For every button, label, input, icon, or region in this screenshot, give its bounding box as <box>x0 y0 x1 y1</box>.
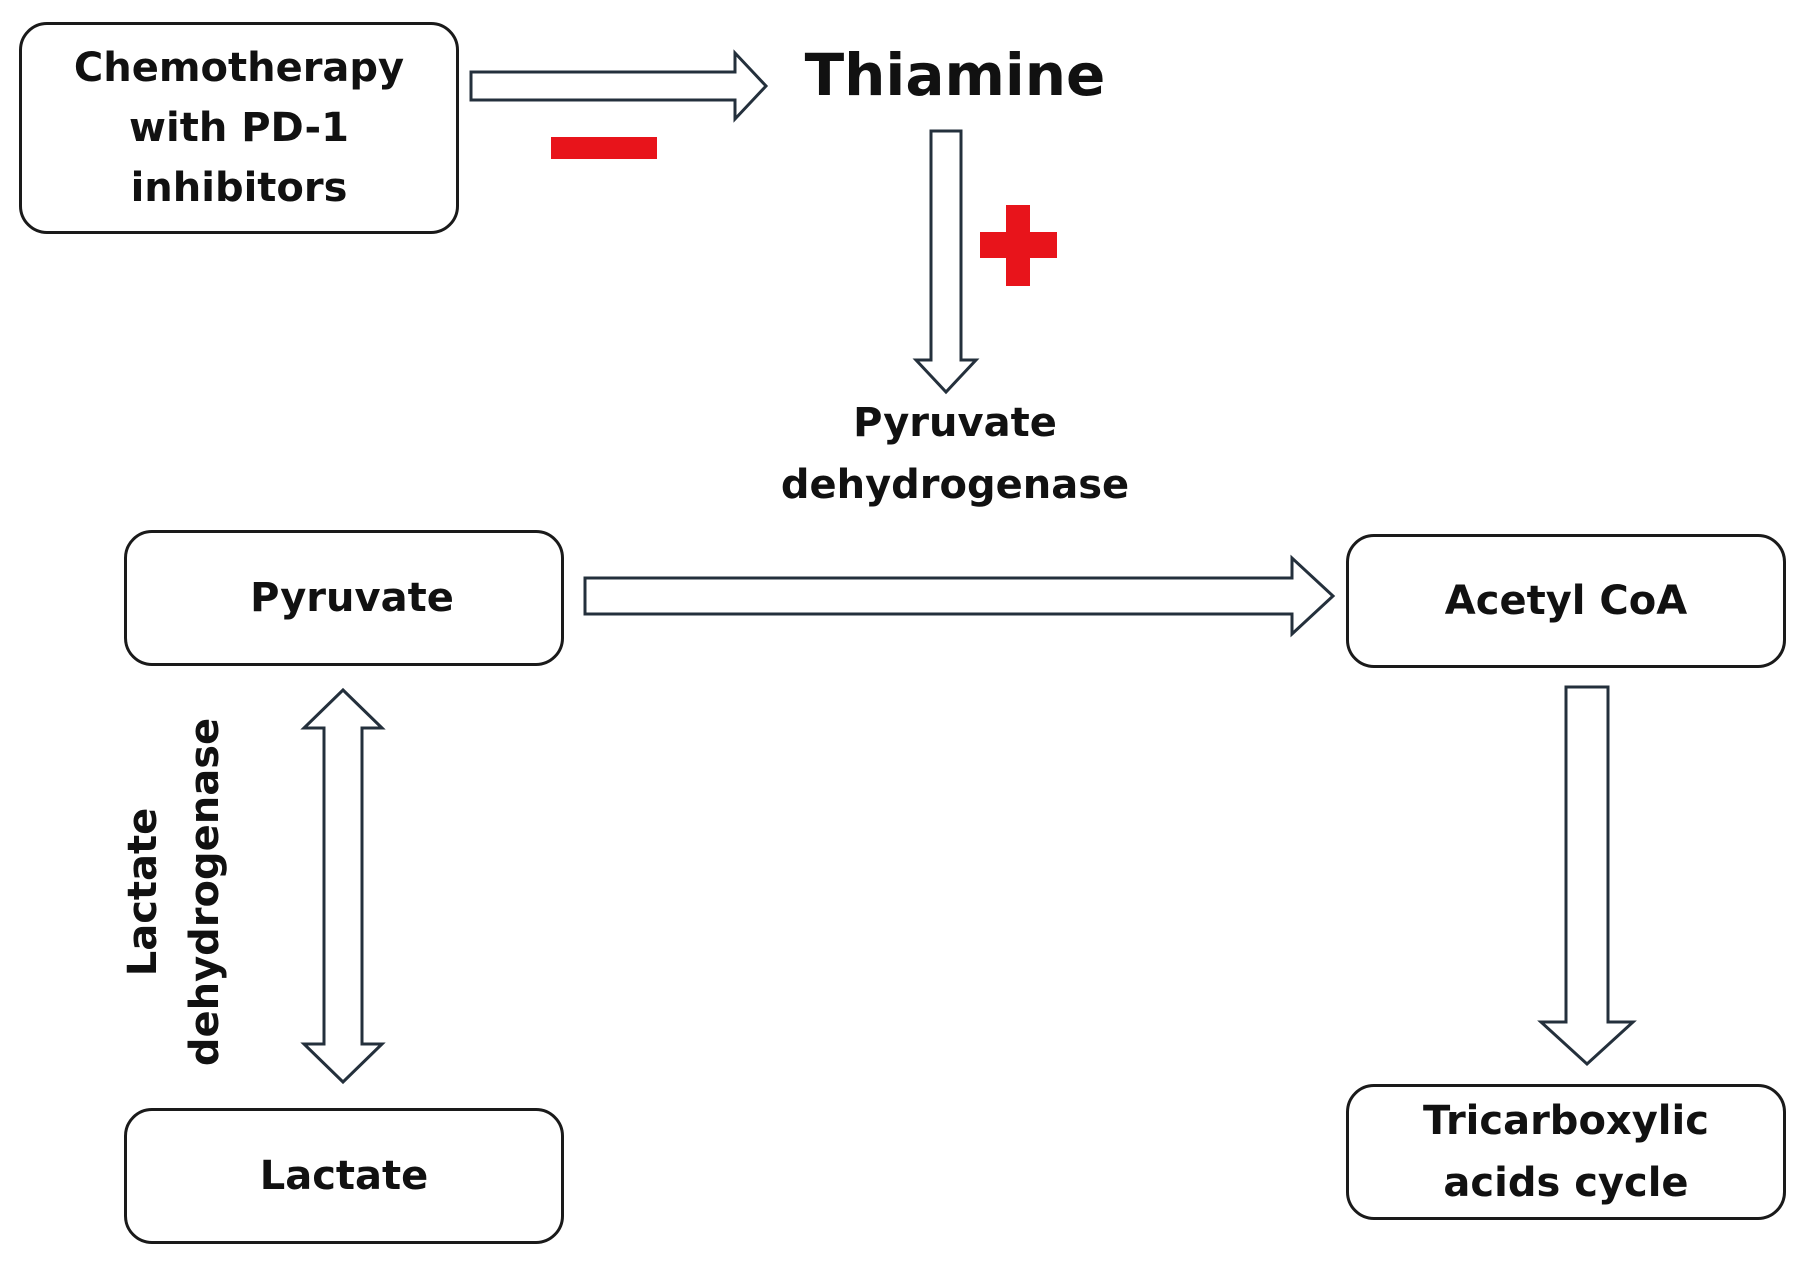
chemo-line1: Chemotherapy <box>73 45 405 91</box>
lactate-text: Lactate <box>259 1153 429 1199</box>
arrow-chemo-to-thiamine <box>469 49 769 123</box>
pyruvate-dehydrogenase-label: Pyruvate dehydrogenase <box>760 392 1150 516</box>
arrow-pyruvate-lactate <box>300 687 386 1085</box>
chemotherapy-box: Chemotherapy with PD-1 inhibitors <box>19 22 459 234</box>
arrow-thiamine-to-pdh <box>912 129 980 395</box>
pdh-line2: dehydrogenase <box>780 462 1130 508</box>
pyruvate-box: Pyruvate <box>124 530 564 666</box>
chemo-line2: with PD-1 <box>129 105 349 151</box>
lactate-dehydrogenase-label: Lactate dehydrogenase <box>112 692 236 1092</box>
acetyl-coa-text: Acetyl CoA <box>1444 578 1688 624</box>
tca-box: Tricarboxylic acids cycle <box>1346 1084 1786 1220</box>
ldh-line2: dehydrogenase <box>182 717 228 1067</box>
lactate-box: Lactate <box>124 1108 564 1244</box>
pyruvate-text: Pyruvate <box>250 575 454 621</box>
tca-line2: acids cycle <box>1443 1160 1689 1206</box>
plus-sign <box>980 205 1057 286</box>
arrow-acetyl-to-tca <box>1537 685 1637 1067</box>
tca-line1: Tricarboxylic <box>1423 1098 1709 1144</box>
arrow-pyruvate-to-acetyl <box>583 554 1336 638</box>
pdh-line1: Pyruvate <box>853 400 1057 446</box>
acetyl-coa-box: Acetyl CoA <box>1346 534 1786 668</box>
ldh-line1: Lactate <box>120 807 166 977</box>
thiamine-label: Thiamine <box>804 41 1106 109</box>
minus-sign <box>551 137 657 159</box>
chemo-line3: inhibitors <box>130 165 348 211</box>
